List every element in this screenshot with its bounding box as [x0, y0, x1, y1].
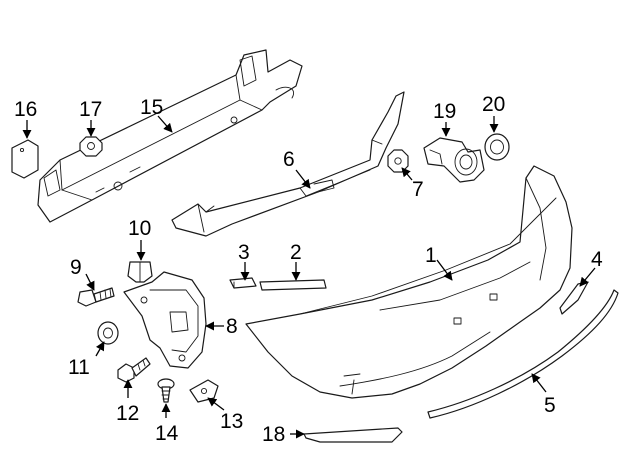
- parking-sensor: [423, 137, 485, 183]
- nut-7: [387, 149, 409, 173]
- nut-17: [79, 136, 103, 157]
- callout-label: 8: [226, 315, 238, 338]
- callout-13: 13: [207, 397, 243, 433]
- callout-label: 2: [290, 241, 302, 264]
- impact-bar: [37, 49, 303, 223]
- callout-11: 11: [68, 341, 105, 379]
- callout-19: 19: [433, 100, 456, 137]
- callout-7: 7: [401, 167, 424, 201]
- callout-8: 8: [205, 315, 238, 338]
- callout-6: 6: [283, 148, 311, 189]
- callout-label: 15: [140, 96, 163, 119]
- callout-label: 9: [70, 256, 82, 279]
- callout-label: 17: [79, 98, 102, 121]
- callout-label: 12: [116, 402, 139, 425]
- screw-14: [157, 378, 175, 403]
- screw-12: [117, 357, 151, 383]
- callout-16: 16: [14, 98, 37, 139]
- callout-20: 20: [482, 93, 505, 133]
- reflector-4: [559, 281, 589, 315]
- callout-10: 10: [128, 217, 151, 261]
- callout-5: 5: [531, 373, 556, 417]
- pad-3: [229, 277, 257, 289]
- trim-molding: [427, 289, 619, 419]
- callout-label: 5: [544, 394, 556, 417]
- callout-4: 4: [579, 248, 603, 287]
- callout-label: 7: [412, 178, 424, 201]
- callout-2: 2: [290, 241, 302, 281]
- callout-18: 18: [262, 423, 305, 446]
- callout-label: 4: [591, 248, 603, 271]
- callout-label: 19: [433, 100, 456, 123]
- callout-14: 14: [155, 403, 179, 445]
- reflector-strip: [259, 279, 327, 291]
- callout-15: 15: [140, 96, 173, 133]
- bumper-cover: [245, 165, 573, 399]
- grommet-11: [97, 321, 119, 345]
- sensor-ring: [484, 133, 510, 161]
- callout-12: 12: [116, 379, 139, 425]
- callout-label: 16: [14, 98, 37, 121]
- lower-molding: [303, 427, 403, 443]
- speed-nut-13: [189, 379, 219, 403]
- callout-9: 9: [70, 256, 95, 291]
- bracket-16: [11, 139, 39, 179]
- clip-10: [127, 261, 153, 283]
- callout-label: 20: [482, 93, 505, 116]
- callout-label: 14: [155, 422, 179, 445]
- callout-label: 1: [425, 244, 437, 267]
- callout-3: 3: [238, 241, 250, 281]
- callout-label: 10: [128, 217, 151, 240]
- callout-1: 1: [425, 244, 453, 281]
- callout-label: 11: [68, 356, 90, 379]
- callout-label: 18: [262, 423, 285, 446]
- callout-label: 3: [238, 241, 250, 264]
- bolt-9: [77, 287, 115, 307]
- energy-absorber: [171, 91, 405, 237]
- callout-label: 6: [283, 148, 295, 171]
- side-bracket: [123, 271, 207, 369]
- callout-17: 17: [79, 98, 102, 137]
- callout-label: 13: [220, 410, 243, 433]
